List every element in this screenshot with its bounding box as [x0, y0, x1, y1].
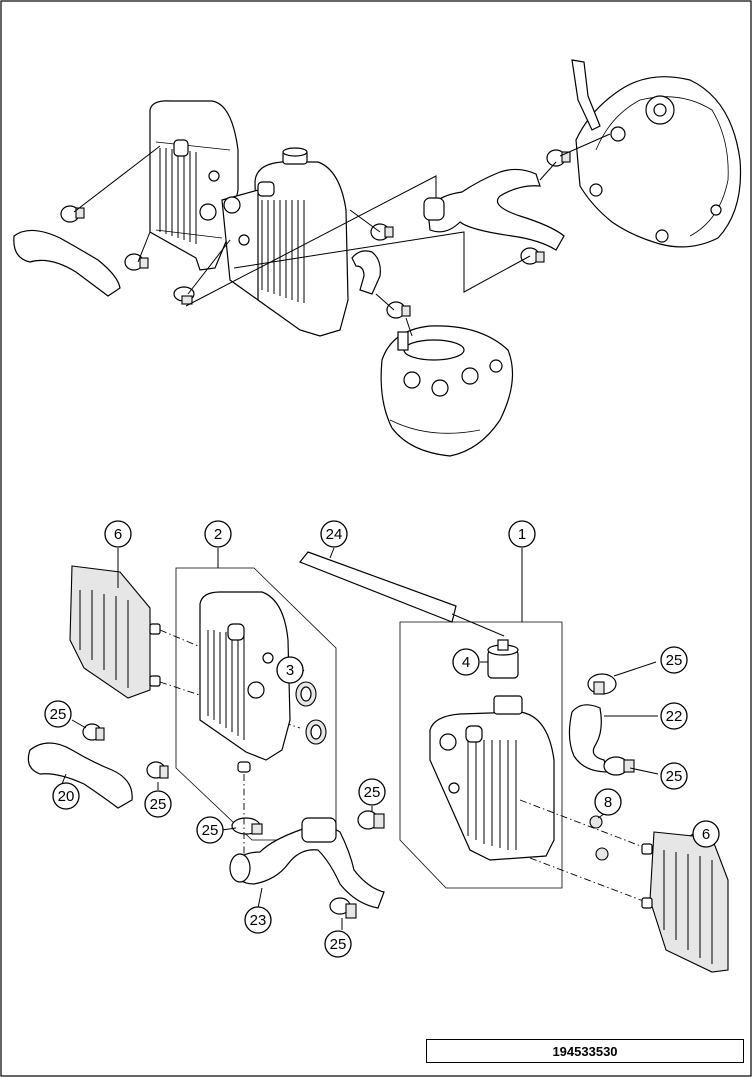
callout-25-d: 25 — [358, 778, 386, 806]
callout-2: 2 — [204, 520, 232, 548]
svg-text:8: 8 — [604, 794, 612, 811]
callout-6-right: 6 — [692, 820, 720, 848]
hose-22 — [568, 704, 609, 773]
leader-24-hose — [451, 613, 505, 637]
callout-4: 4 — [452, 648, 480, 676]
svg-text:2: 2 — [214, 526, 222, 543]
svg-text:25: 25 — [202, 822, 219, 839]
bolt-8 — [589, 815, 609, 861]
svg-text:4: 4 — [462, 654, 470, 671]
radiator-left — [199, 591, 291, 773]
svg-text:6: 6 — [702, 826, 710, 843]
overview-clamps-left — [60, 205, 195, 305]
callout-25-f: 25 — [660, 646, 688, 674]
overview-engine-case — [571, 59, 742, 248]
callout-25-a: 25 — [44, 700, 72, 728]
overview-hose-end — [423, 197, 445, 221]
callout-23: 23 — [244, 906, 272, 934]
callout-6-left: 6 — [104, 520, 132, 548]
clamp-25-hose20-a — [82, 723, 105, 741]
grommet-3 — [295, 681, 327, 745]
svg-text:3: 3 — [286, 662, 294, 679]
group-box-1 — [399, 621, 563, 889]
clamp-25-hose23-a — [231, 817, 263, 835]
svg-text:25: 25 — [330, 936, 347, 953]
svg-text:25: 25 — [666, 652, 683, 669]
svg-text:25: 25 — [150, 796, 167, 813]
hose-23-coupler — [301, 817, 337, 843]
overview-radiator-left — [149, 100, 239, 271]
callout-8: 8 — [594, 788, 622, 816]
callout-25-g: 25 — [660, 762, 688, 790]
svg-text:25: 25 — [50, 706, 67, 723]
overview-hose-middle — [351, 250, 381, 295]
callout-1: 1 — [508, 520, 536, 548]
dash-radiator-right-1 — [519, 799, 647, 849]
callout-25-b: 25 — [144, 790, 172, 818]
radiator-guard-right — [641, 831, 729, 973]
svg-text:23: 23 — [250, 912, 267, 929]
dash-radiator-right-2 — [529, 857, 647, 903]
svg-text:24: 24 — [326, 526, 343, 543]
hose-23 — [231, 825, 385, 909]
svg-text:6: 6 — [114, 526, 122, 543]
overview-leaders — [73, 133, 611, 337]
clamp-25-hose23-c — [329, 897, 357, 919]
overflow-hose-24 — [299, 551, 457, 623]
leader-24 — [329, 547, 335, 559]
callout-25-c: 25 — [196, 816, 224, 844]
leader-25-top — [613, 661, 657, 677]
callout-25-e: 25 — [324, 930, 352, 958]
overview-hose-left — [13, 229, 121, 297]
overview-radiator-right — [221, 147, 349, 337]
leader-20 — [61, 773, 67, 785]
reference-number: 194533530 — [426, 1039, 744, 1063]
callout-3: 3 — [276, 656, 304, 684]
svg-text:20: 20 — [58, 788, 75, 805]
leader-25-c — [221, 827, 237, 831]
callout-24: 24 — [320, 520, 348, 548]
radiator-cap-4 — [487, 639, 519, 679]
svg-text:25: 25 — [364, 784, 381, 801]
clamp-25-lower — [603, 756, 635, 776]
svg-text:1: 1 — [518, 526, 526, 543]
hose-23-end — [229, 853, 251, 883]
leader-25-lower — [629, 767, 659, 775]
leader-23 — [257, 887, 263, 909]
hose-20 — [27, 742, 133, 809]
assembly-overview — [13, 59, 742, 457]
clamp-25-top — [587, 673, 617, 695]
clamp-25-hose20-b — [146, 761, 169, 779]
radiator-right — [429, 695, 555, 861]
clamp-25-hose23-b — [357, 810, 385, 830]
overview-clamps-right — [520, 149, 571, 265]
leader-25-a — [71, 719, 87, 729]
callout-20: 20 — [52, 782, 80, 810]
overview-hose-right — [427, 168, 565, 251]
callout-22: 22 — [660, 702, 688, 730]
radiator-guard-left — [69, 565, 161, 699]
overview-cylinder-head — [380, 325, 514, 457]
svg-text:22: 22 — [666, 708, 683, 725]
svg-text:25: 25 — [666, 768, 683, 785]
